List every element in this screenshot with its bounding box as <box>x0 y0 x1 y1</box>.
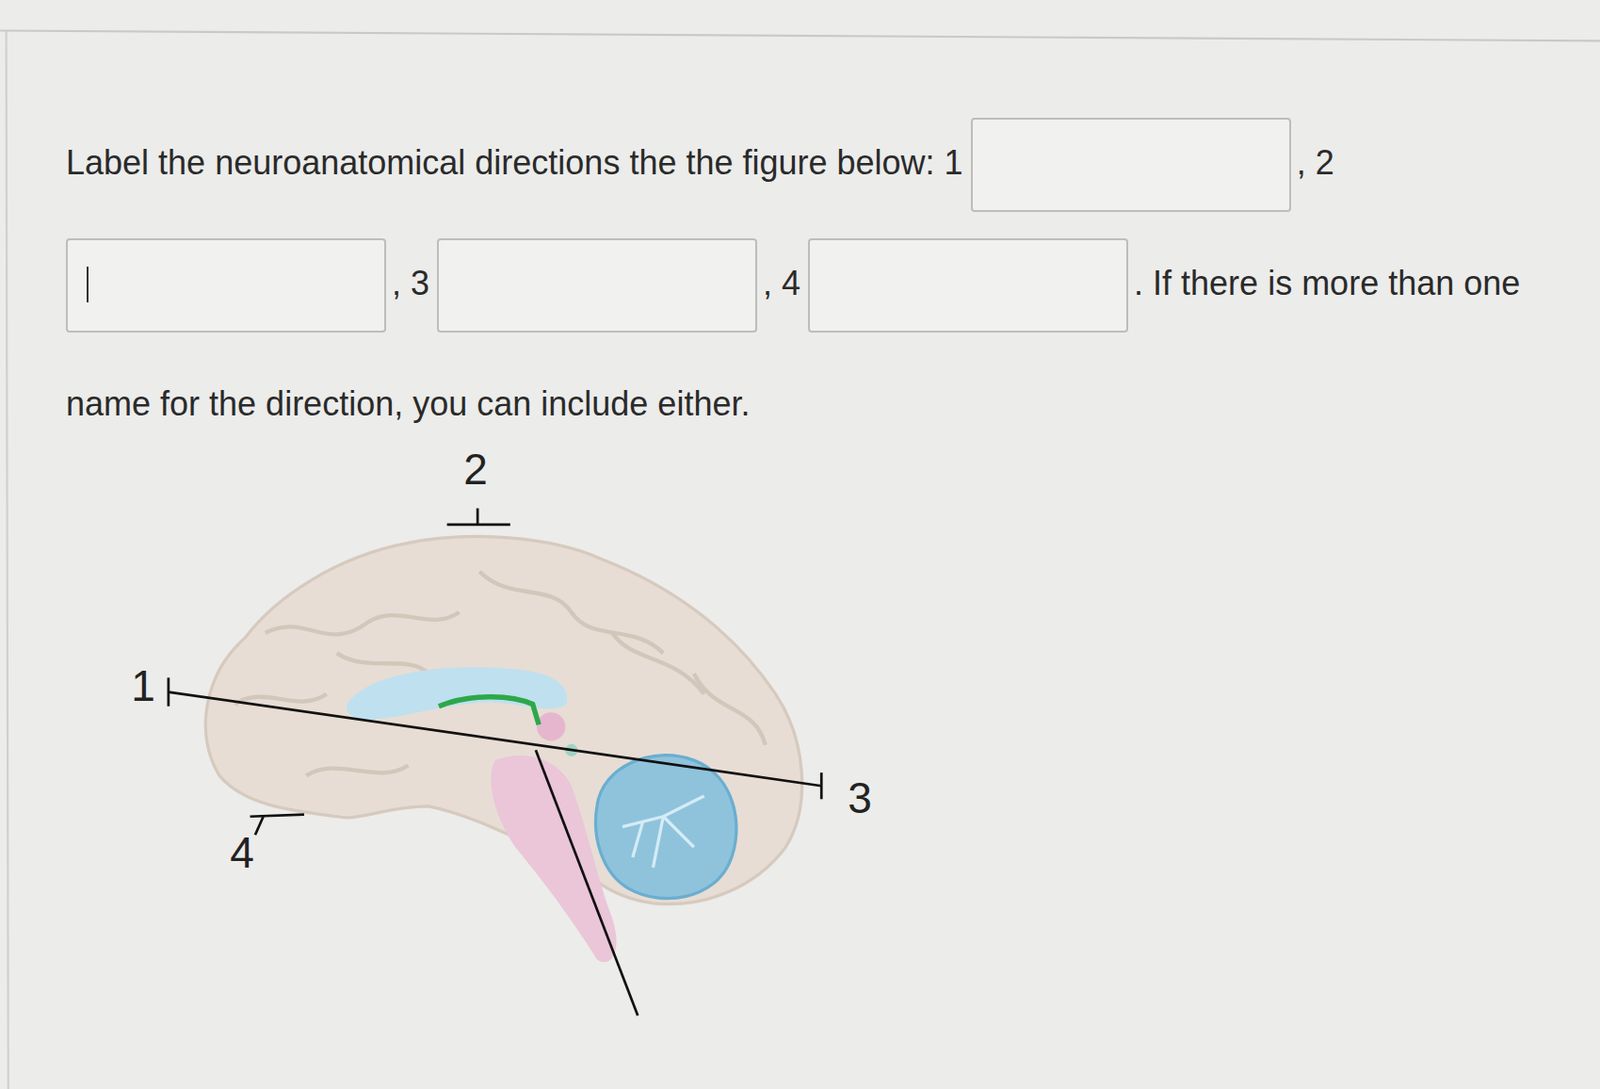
cerebellum <box>596 755 737 899</box>
question-text: Label the neuroanatomical directions the… <box>65 102 1545 465</box>
page-border <box>0 31 1600 42</box>
brainstem <box>490 755 616 962</box>
answer-box <box>808 238 1129 333</box>
page-border <box>6 31 9 1089</box>
fornix <box>438 696 539 726</box>
cerebrum <box>205 536 802 905</box>
answer-box <box>65 238 387 333</box>
text-cursor <box>86 266 89 303</box>
arbor-vitae <box>622 795 705 868</box>
question-text: , 3 <box>391 263 430 303</box>
callout-number: 4 <box>229 830 255 874</box>
answer-box <box>436 238 758 333</box>
axis-lines <box>168 508 822 1016</box>
question-text: , 2 <box>1296 143 1335 182</box>
callout-number: 2 <box>463 447 488 491</box>
answer-box <box>970 117 1292 212</box>
callout-number: 3 <box>847 775 873 820</box>
question-text: Label the neuroanatomical directions the… <box>65 143 964 182</box>
gyri <box>234 571 765 776</box>
callout-number: 1 <box>130 663 156 708</box>
question-text: , 4 <box>762 263 801 303</box>
thalamus <box>536 711 566 741</box>
